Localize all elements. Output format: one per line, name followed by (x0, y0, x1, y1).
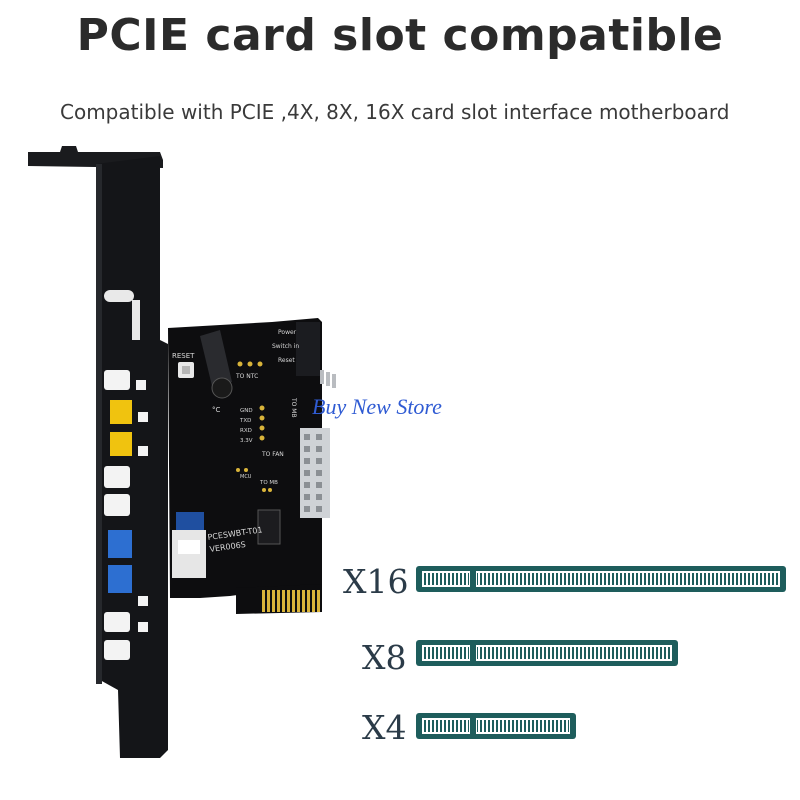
bracket-edge (96, 164, 102, 684)
pin-header (296, 322, 336, 518)
module-antenna (176, 512, 204, 530)
header-label-reset: Reset (278, 357, 295, 364)
temp-label: °C (212, 406, 221, 414)
ntc-sensor (211, 377, 233, 399)
header-label-tomb: TO MB (290, 397, 297, 418)
slot-x16 (416, 566, 786, 592)
store-watermark: Buy New Store (312, 394, 442, 419)
bracket-notch (104, 290, 134, 302)
reset-label: RESET (172, 352, 195, 360)
mcu-label: MCU (240, 474, 252, 480)
bracket-plate (96, 156, 168, 758)
page-subtitle: Compatible with PCIE ,4X, 8X, 16X card s… (60, 100, 730, 124)
header-label-switch: Switch in (272, 343, 299, 350)
pin-label-txd: TXD (239, 418, 251, 424)
pin-pads (236, 361, 272, 492)
header-label-power: Power (278, 329, 297, 336)
pin-label-3v3: 3.3V (240, 438, 253, 444)
mb-label: TO MB (259, 480, 278, 486)
slot-label-x4: X4 (362, 708, 407, 747)
slot-label-x8: X8 (362, 638, 407, 677)
fan-label: TO FAN (261, 451, 284, 458)
chip (257, 509, 281, 545)
pin-label-rxd: RXD (240, 428, 252, 434)
pin-label-gnd: GND (240, 408, 253, 414)
ntc-label: TO NTC (235, 373, 258, 380)
slot-label-x16: X16 (343, 562, 409, 601)
pcb-shading (200, 330, 232, 386)
page-title: PCIE card slot compatible (76, 10, 724, 61)
slot-x4 (416, 713, 576, 739)
bracket-cutouts (104, 370, 148, 660)
slot-x8 (416, 640, 678, 666)
bracket-slot (132, 300, 140, 340)
gold-fingers (262, 590, 320, 612)
pcb-board (168, 318, 322, 598)
